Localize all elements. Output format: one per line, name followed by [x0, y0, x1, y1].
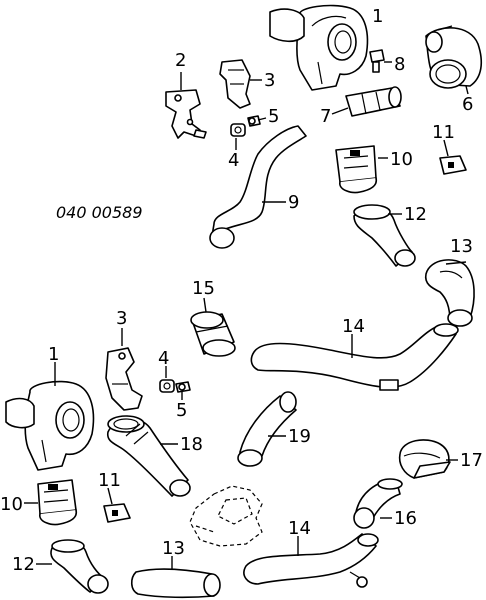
callout-bottom-bolt: 5 — [176, 400, 187, 421]
callout-top-elbow-hose: 6 — [462, 94, 473, 115]
blower-housing-top — [269, 4, 369, 91]
callout-top-elbow-13: 13 — [450, 236, 473, 257]
bellows-16 — [353, 478, 403, 529]
sleeve-top — [345, 86, 402, 117]
callout-bottom-blower: 1 — [48, 344, 59, 365]
grommet-bottom — [159, 379, 175, 393]
callout-top-sensor: 8 — [394, 54, 405, 75]
duct-14-upper — [250, 323, 459, 391]
callout-top-grommet: 4 — [228, 150, 239, 171]
clamp-bottom — [103, 503, 131, 523]
motor-bottom — [37, 479, 78, 526]
reference-code: 040 00589 — [56, 203, 143, 222]
callout-coupler-15: 15 — [192, 278, 215, 299]
clip-bracket-top — [219, 59, 251, 109]
callout-bellows-16: 16 — [394, 508, 417, 529]
motor-top — [335, 145, 378, 194]
callout-bottom-clip: 3 — [116, 308, 127, 329]
callout-top-bolt: 5 — [268, 106, 279, 127]
callout-top-elbow-12: 12 — [404, 204, 427, 225]
callout-top-motor: 10 — [390, 149, 413, 170]
callout-top-clip: 3 — [264, 70, 275, 91]
callout-bottom-motor: 10 — [0, 494, 23, 515]
flex-duct-18 — [106, 415, 191, 497]
callout-bottom-elbow-12: 12 — [12, 554, 35, 575]
blower-housing-bottom — [5, 380, 95, 471]
callout-upper-duct-14: 14 — [342, 316, 365, 337]
duct-9-top — [209, 125, 307, 249]
bolt-top — [247, 115, 261, 127]
elbow-13-top — [424, 259, 475, 327]
callout-top-sleeve: 7 — [320, 106, 331, 127]
callout-lower-duct-14: 14 — [288, 518, 311, 539]
callout-top-blower: 1 — [372, 6, 383, 27]
callout-bottom-grommet: 4 — [158, 348, 169, 369]
callout-cap-17: 17 — [460, 450, 483, 471]
sensor-top — [369, 49, 385, 73]
elbow-12-bottom — [50, 539, 109, 594]
callout-flex-duct-18: 18 — [180, 434, 203, 455]
callout-top-clamp: 11 — [432, 122, 455, 143]
callout-bottom-duct-13: 13 — [162, 538, 185, 559]
grommet-top — [230, 123, 246, 137]
duct-14-lower — [243, 533, 379, 588]
elbow-12-top — [353, 204, 416, 267]
coupler-15 — [190, 311, 236, 357]
callout-duct-19: 19 — [288, 426, 311, 447]
callout-bottom-clamp: 11 — [98, 470, 121, 491]
dashed-outline — [189, 485, 263, 547]
clamp-top — [439, 155, 467, 175]
elbow-hose-top — [425, 25, 483, 89]
duct-13-bottom — [130, 568, 221, 599]
bracket-top — [165, 89, 207, 139]
bolt-bottom — [175, 381, 191, 393]
cap-17 — [398, 439, 451, 479]
callout-top-duct-9: 9 — [288, 192, 299, 213]
callout-top-bracket: 2 — [175, 50, 186, 71]
clip-bracket-bottom — [105, 347, 143, 411]
duct-19 — [237, 391, 297, 467]
